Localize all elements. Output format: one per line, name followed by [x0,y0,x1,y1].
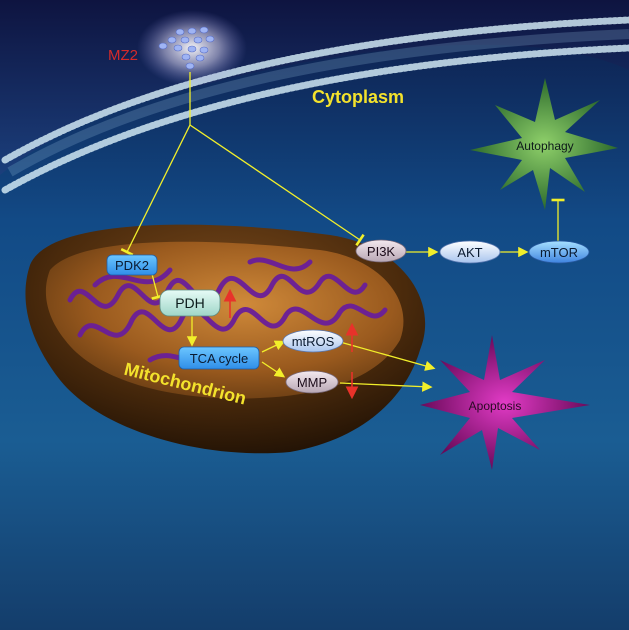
akt-label: AKT [457,245,482,260]
mz2-label: MZ2 [108,47,138,64]
apoptosis-label: Apoptosis [469,399,522,413]
mmp-label: MMP [297,375,327,390]
node-pdk2: PDK2 [107,255,157,275]
node-mtros: mtROS [283,330,343,352]
node-pi3k: PI3K [356,240,406,262]
pi3k-label: PI3K [367,244,396,259]
pdk2-label: PDK2 [115,258,149,273]
node-akt: AKT [440,241,500,263]
cytoplasm-label: Cytoplasm [312,87,404,107]
pdh-label: PDH [175,295,205,311]
node-mtor: mTOR [529,241,589,263]
node-tca-cycle: TCA cycle [179,347,259,369]
mtros-label: mtROS [292,334,335,349]
node-pdh: PDH [160,290,220,316]
node-mmp: MMP [286,371,338,393]
autophagy-label: Autophagy [516,139,573,153]
mtor-label: mTOR [540,245,578,260]
tca-label: TCA cycle [190,351,249,366]
